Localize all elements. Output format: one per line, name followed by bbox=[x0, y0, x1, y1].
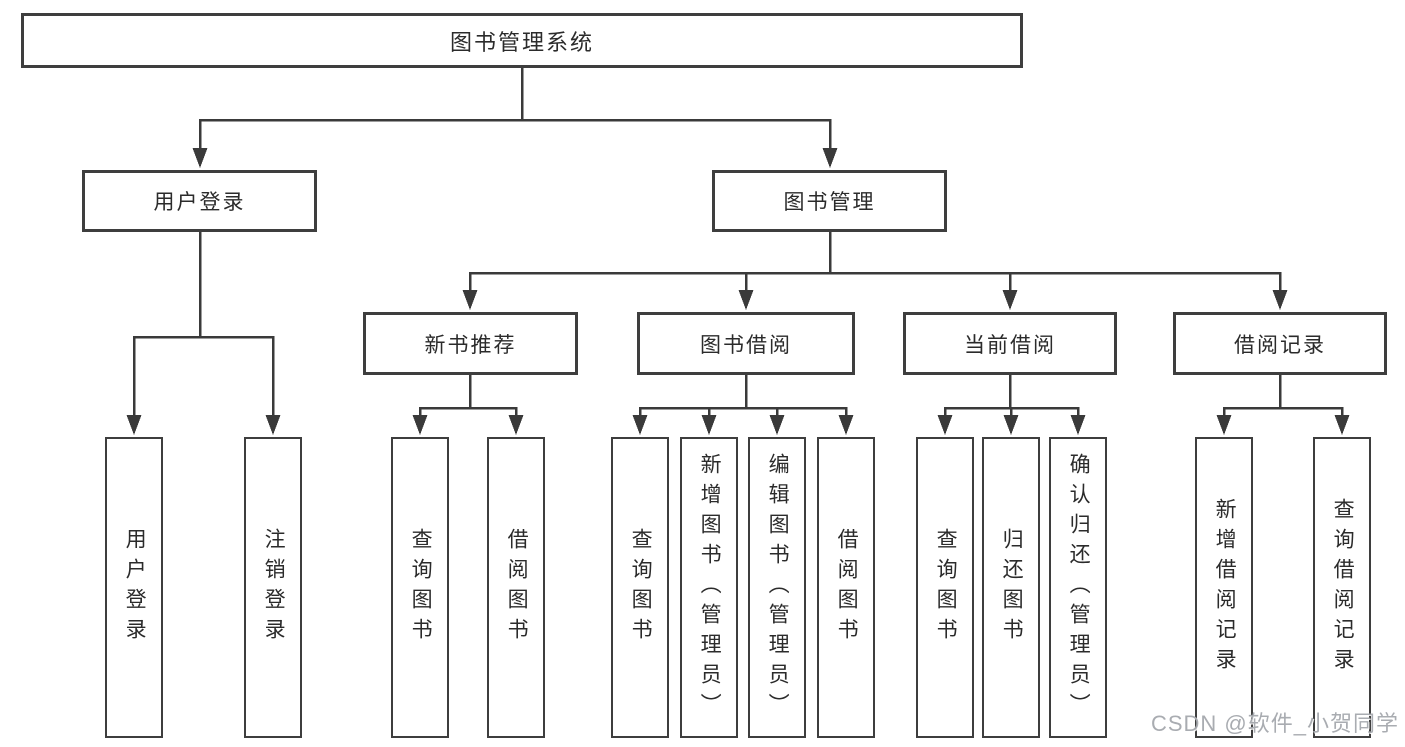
node-label: 归还图书 bbox=[1000, 527, 1024, 648]
node-leaf-query-books-borrowing: 查询图书 bbox=[611, 437, 669, 738]
node-leaf-add-borrow-record: 新增借阅记录 bbox=[1195, 437, 1253, 738]
branch-book-borrowing bbox=[632, 375, 854, 435]
node-label: 用户登录 bbox=[153, 191, 246, 214]
node-label: 查询图书 bbox=[629, 527, 653, 648]
node-leaf-edit-books-admin: 编辑图书（管理员） bbox=[748, 437, 806, 738]
node-label: 借阅图书 bbox=[835, 527, 859, 648]
node-leaf-borrow-books-borrowing: 借阅图书 bbox=[817, 437, 875, 738]
node-leaf-confirm-return-admin: 确认归还（管理员） bbox=[1049, 437, 1107, 738]
node-book-management: 图书管理 bbox=[712, 170, 947, 232]
branch-new-book-recommend bbox=[412, 375, 524, 435]
node-label: 新书推荐 bbox=[424, 333, 517, 357]
branch-book-management bbox=[462, 232, 1288, 310]
node-label: 编辑图书（管理员） bbox=[766, 452, 790, 723]
node-label: 图书管理系统 bbox=[449, 29, 594, 55]
node-label: 用户登录 bbox=[123, 527, 147, 648]
node-book-borrowing: 图书借阅 bbox=[637, 312, 855, 375]
node-label: 图书管理 bbox=[783, 191, 876, 214]
branch-borrow-records bbox=[1216, 375, 1350, 435]
node-leaf-return-books: 归还图书 bbox=[982, 437, 1040, 738]
node-leaf-query-borrow-record: 查询借阅记录 bbox=[1313, 437, 1371, 738]
branch-user-login bbox=[126, 232, 281, 435]
node-leaf-query-books-recommend: 查询图书 bbox=[391, 437, 449, 738]
node-label: 查询图书 bbox=[934, 527, 958, 648]
node-label: 借阅图书 bbox=[505, 527, 529, 648]
node-leaf-borrow-books-recommend: 借阅图书 bbox=[487, 437, 545, 738]
node-label: 确认归还（管理员） bbox=[1067, 452, 1091, 723]
node-current-borrowing: 当前借阅 bbox=[903, 312, 1117, 375]
branch-current-borrowing bbox=[937, 375, 1086, 435]
node-new-book-recommend: 新书推荐 bbox=[363, 312, 578, 375]
node-user-login: 用户登录 bbox=[82, 170, 317, 232]
watermark-text: CSDN @软件_小贺同学 bbox=[1150, 711, 1399, 736]
node-leaf-query-books-current: 查询图书 bbox=[916, 437, 974, 738]
node-root: 图书管理系统 bbox=[21, 13, 1023, 68]
node-leaf-logout-login: 注销登录 bbox=[244, 437, 302, 738]
node-borrow-records: 借阅记录 bbox=[1173, 312, 1387, 375]
node-leaf-user-login: 用户登录 bbox=[105, 437, 163, 738]
node-label: 新增图书（管理员） bbox=[698, 452, 722, 723]
branch-root bbox=[192, 68, 838, 168]
node-label: 借阅记录 bbox=[1234, 333, 1326, 357]
node-label: 查询图书 bbox=[409, 527, 433, 648]
node-label: 新增借阅记录 bbox=[1213, 497, 1237, 678]
node-label: 当前借阅 bbox=[964, 333, 1056, 357]
node-label: 图书借阅 bbox=[700, 333, 792, 357]
node-label: 查询借阅记录 bbox=[1331, 497, 1355, 678]
node-label: 注销登录 bbox=[262, 527, 286, 648]
node-leaf-add-books-admin: 新增图书（管理员） bbox=[680, 437, 738, 738]
